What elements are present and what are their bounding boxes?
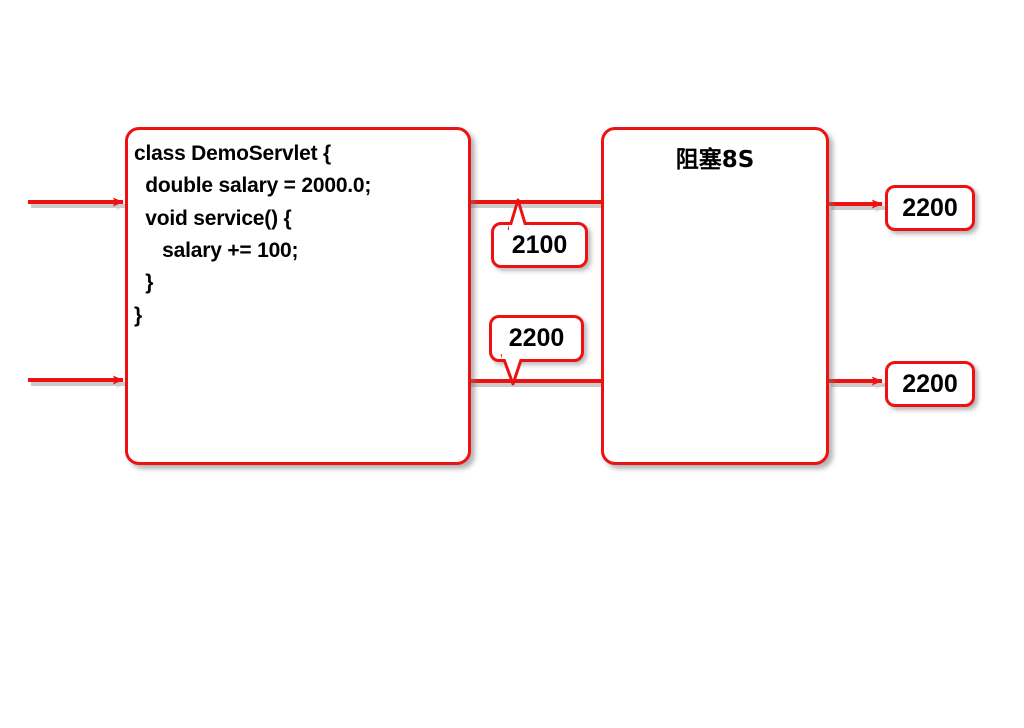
blocked-region-box bbox=[601, 127, 829, 465]
callout-bubble-2100: 2100 bbox=[491, 222, 588, 268]
callout-2100-tail-icon bbox=[507, 198, 529, 233]
output-badge-bottom: 2200 bbox=[885, 361, 975, 407]
demo-servlet-box bbox=[125, 127, 471, 465]
servlet-code-text: class DemoServlet { double salary = 2000… bbox=[134, 142, 372, 327]
output-badge-top: 2200 bbox=[885, 185, 975, 231]
callout-2200-tail-icon bbox=[500, 352, 525, 386]
blocked-region-title: 阻塞8S bbox=[675, 147, 755, 173]
